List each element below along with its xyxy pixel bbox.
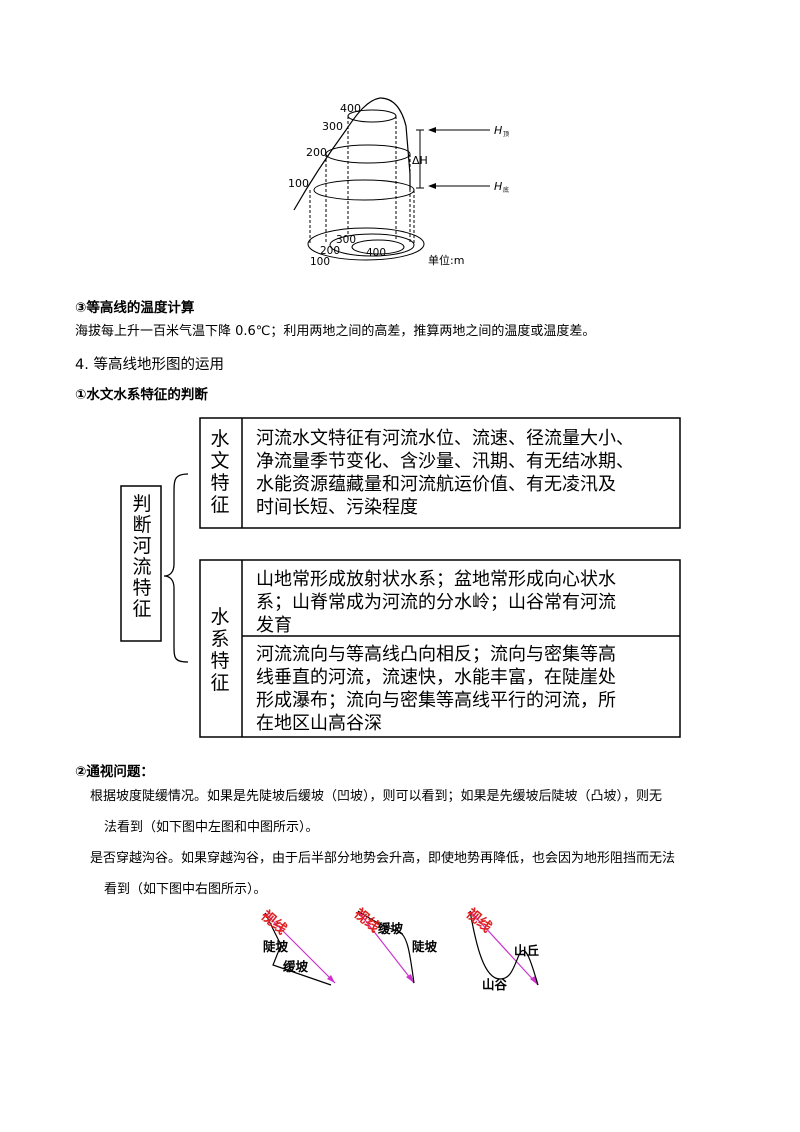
section3-text: 海拔每上升一百米气温下降 0.6℃；利用两地之间的高差，推算两地之间的温度或温度…: [75, 324, 596, 339]
steep-label-middle: 陡坡: [412, 939, 438, 954]
visibility-p1-line2: 法看到（如下图中左图和中图所示）。: [104, 820, 319, 835]
base-label-300: 300: [336, 234, 356, 246]
section4-sub1: ①水文水系特征的判断: [75, 387, 208, 403]
sight-figure-middle: 视线 缓坡 陡坡: [351, 905, 438, 984]
visibility-p2-line1: 是否穿越沟谷。如果穿越沟谷，由于后半部分地势会升高，即使地势再降低，也会因为地形…: [90, 851, 676, 866]
h-top-label: H: [494, 124, 502, 137]
sight-label-right: 视线: [463, 905, 495, 936]
contour-label-400: 400: [340, 102, 361, 115]
base-label-100: 100: [310, 256, 330, 268]
visibility-p1-line1: 根据坡度陡缓情况。如果是先陡坡后缓坡（凹坡），则可以看到；如果是先缓坡后陡坡（凸…: [90, 789, 663, 804]
unit-label: 单位:m: [428, 253, 464, 267]
root-label: 判断河流特征: [132, 493, 152, 620]
system-text-2: 河流流向与等高线凸向相反；流向与密集等高线垂直的河流，流速快，水能丰富，在陡崖处…: [256, 644, 616, 734]
delta-h-label: ΔH: [412, 154, 428, 167]
gentle-label-left: 缓坡: [283, 959, 309, 974]
system-label: 水系特征: [210, 606, 230, 694]
valley-label: 山谷: [482, 977, 508, 992]
hill-label: 山丘: [514, 943, 540, 958]
base-label-200: 200: [320, 245, 340, 257]
steep-label-left: 陡坡: [263, 939, 289, 954]
h-bottom-label: H: [494, 180, 502, 193]
river-features-diagram: [120, 417, 681, 738]
sight-figure-right: 视线 山丘 山谷: [463, 905, 540, 992]
system-text-1: 山地常形成放射状水系；盆地常形成向心状水系；山脊常成为河流的分水岭；山谷常有河流…: [256, 569, 616, 636]
hydro-label: 水文特征: [210, 428, 230, 516]
section3-heading: ③等高线的温度计算: [75, 300, 195, 316]
contour-label-200: 200: [306, 146, 327, 159]
h-bottom-sub: 底: [503, 186, 509, 194]
h-top-sub: 顶: [503, 131, 509, 138]
contour-label-300: 300: [322, 120, 343, 133]
visibility-heading: ②通视问题：: [75, 764, 154, 780]
gentle-label-middle: 缓坡: [378, 921, 404, 936]
contour-figure: 400 300 200 100 300 200 400 100 ΔH H 顶 H…: [288, 97, 509, 268]
base-label-400: 400: [366, 247, 386, 259]
sight-figure-left: 视线 陡坡 缓坡: [258, 907, 336, 986]
visibility-p2-line2: 看到（如下图中右图所示）。: [104, 882, 267, 897]
contour-label-100: 100: [288, 177, 309, 190]
hydro-text: 河流水文特征有河流水位、流速、径流量大小、净流量季节变化、含沙量、汛期、有无结冰…: [256, 428, 634, 518]
section4-title: 4. 等高线地形图的运用: [75, 357, 224, 373]
